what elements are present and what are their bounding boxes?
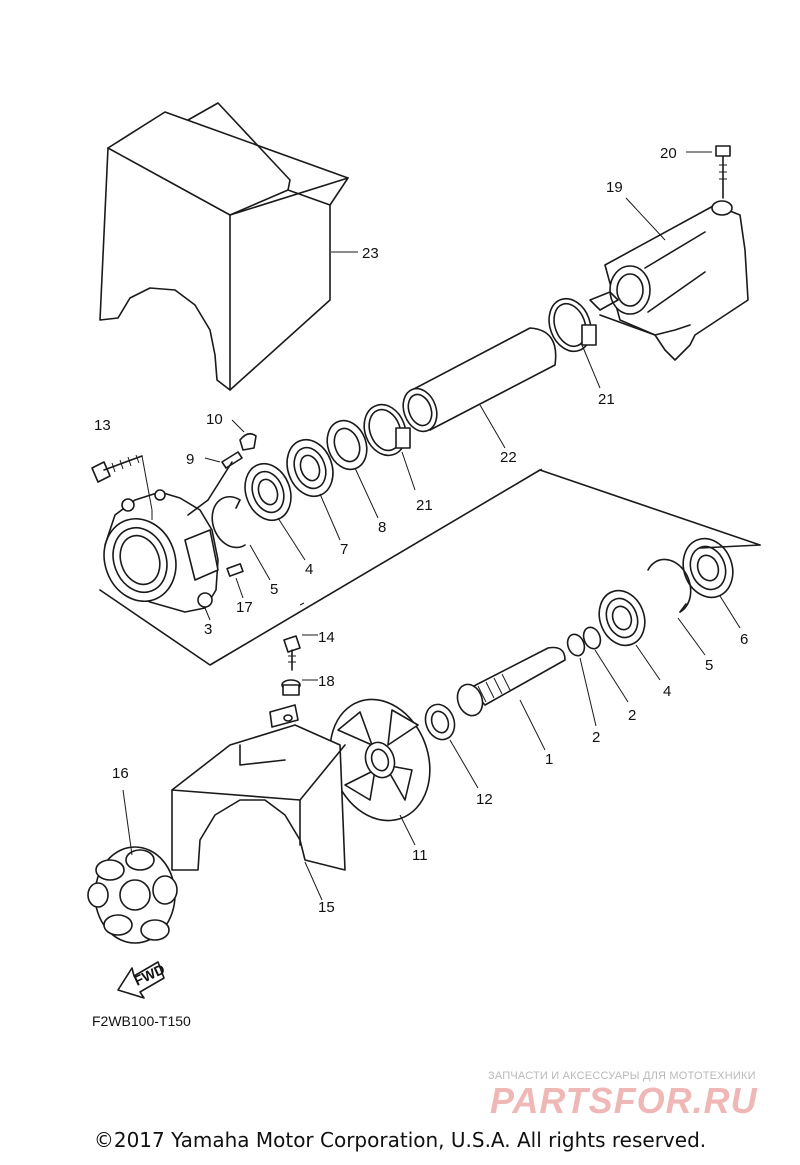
callout-3: 3: [204, 621, 212, 638]
part-6-bearing: [682, 537, 734, 599]
watermark-tagline: ЗАПЧАСТИ И АКСЕССУАРЫ ДЛЯ МОТОТЕХНИКИ: [488, 1070, 756, 1082]
callout-9: 9: [186, 451, 194, 468]
watermark-brand: PARTSFOR.RU: [490, 1080, 758, 1121]
callout-6: 6: [740, 631, 748, 648]
part-1-shaft: [456, 646, 566, 717]
part-19-nozzle: [589, 200, 749, 361]
part-18-collar: [281, 679, 301, 696]
part-9-nipple: [187, 451, 243, 516]
callout-1: 1: [545, 751, 553, 768]
callout-2-right: 2: [628, 707, 636, 724]
callout-4-upper: 4: [305, 561, 313, 578]
callout-8: 8: [378, 519, 386, 536]
callout-7: 7: [340, 541, 348, 558]
part-5-circlip-lower: [647, 558, 692, 613]
callout-23: 23: [362, 245, 379, 262]
callout-21-lower: 21: [416, 497, 433, 514]
leader-lines: [122, 151, 741, 901]
callout-18: 18: [318, 673, 335, 690]
boundary-tick: [537, 468, 543, 472]
callout-12: 12: [476, 791, 493, 808]
lower-group-boundary: [699, 544, 761, 549]
callout-13: 13: [94, 417, 111, 434]
part-17-pin: [226, 563, 244, 577]
callout-11: 11: [412, 847, 428, 864]
diagram-code: F2WB100-T150: [92, 1013, 191, 1029]
part-16-stator: [87, 846, 178, 944]
callout-17: 17: [236, 599, 253, 616]
part-5-circlip-upper: [211, 495, 246, 549]
upper-group-boundary: [99, 469, 761, 666]
part-4-bearing-upper: [244, 462, 292, 522]
part-4-bearing-lower: [598, 589, 646, 647]
part-14-bolt: [283, 635, 301, 671]
callout-19: 19: [606, 179, 623, 196]
part-10-cap: [239, 432, 257, 451]
part-2-orings: [566, 626, 602, 657]
part-22-hose: [402, 327, 557, 433]
callout-16: 16: [112, 765, 129, 782]
callout-21-upper: 21: [598, 391, 615, 408]
callout-14: 14: [318, 629, 335, 646]
callout-numbers: 23 20 19 21 22 21 8 7 4 5 17 3 13 9 10 6…: [94, 145, 748, 916]
fwd-direction-arrow: FWD: [117, 961, 167, 999]
part-21-clamp-upper: [548, 297, 597, 353]
part-3-housing: [103, 489, 219, 613]
part-12-spacer: [424, 703, 456, 741]
copyright-notice: ©2017 Yamaha Motor Corporation, U.S.A. A…: [93, 1128, 707, 1152]
callout-4-lower: 4: [663, 683, 671, 700]
part-21-clamp-lower: [363, 403, 411, 457]
part-7-bearing: [286, 438, 334, 498]
callout-15: 15: [318, 899, 335, 916]
boundary-tick: [299, 602, 305, 606]
part-15-duct: [171, 704, 346, 871]
part-23-cover: [99, 102, 349, 391]
callout-22: 22: [500, 449, 517, 466]
part-20-bolt: [715, 145, 731, 199]
callout-5-lower: 5: [705, 657, 713, 674]
callout-20: 20: [660, 145, 677, 162]
callout-5-upper: 5: [270, 581, 278, 598]
callout-10: 10: [206, 411, 223, 428]
part-13-bolt: [91, 454, 153, 520]
callout-2-left: 2: [592, 729, 600, 746]
